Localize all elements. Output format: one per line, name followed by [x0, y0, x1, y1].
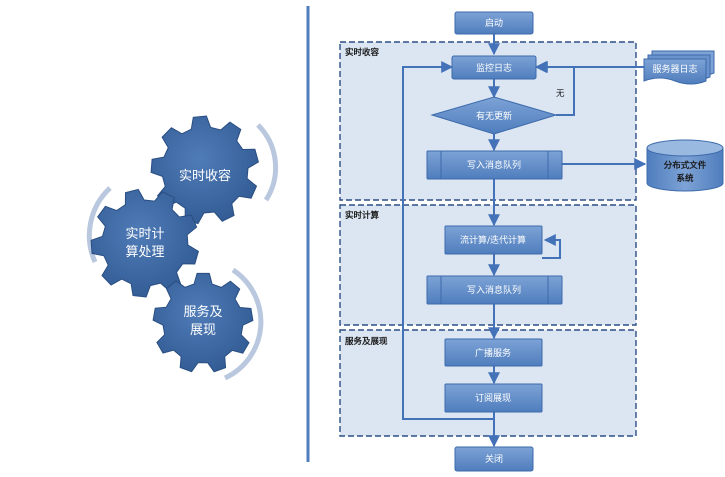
gear-label-compute-1: 实时计	[125, 227, 164, 242]
gear-label-compute-2: 算处理	[125, 245, 164, 260]
gear-arc-bottom	[223, 267, 264, 381]
node-broadcast-label: 广播服务	[475, 347, 511, 359]
node-stream-compute: 流计算/迭代计算	[444, 225, 543, 255]
node-write-queue-2-label: 写入消息队列	[467, 284, 521, 296]
decision-has-update: 有无更新	[430, 96, 558, 135]
node-close-label: 关闭	[485, 453, 503, 465]
node-broadcast: 广播服务	[444, 338, 543, 367]
section-compute	[339, 204, 637, 326]
node-subscribe-display-label: 订阅展现	[475, 393, 511, 404]
gear-label-service-1: 服务及	[183, 304, 222, 320]
gear-arc-top	[256, 123, 279, 202]
node-server-log: 服务器日志	[643, 50, 715, 85]
decision-has-update-label: 有无更新	[476, 110, 512, 122]
gear-service-display	[152, 272, 254, 373]
node-dfs-label-2: 系统	[676, 173, 694, 184]
section-label-compute: 实时计算	[345, 210, 380, 221]
node-stream-compute-label: 流计算/迭代计算	[460, 234, 526, 246]
gear-label-collect: 实时收容	[179, 168, 231, 184]
node-write-queue-1-label: 写入消息队列	[467, 159, 521, 171]
node-dfs-cylinder: 分布式文件 系统	[646, 139, 724, 192]
node-write-queue-1: 写入消息队列	[426, 150, 563, 180]
node-close: 关闭	[454, 446, 534, 472]
label-no: 无	[556, 89, 565, 99]
gear-label-service-2: 展现	[190, 323, 216, 338]
node-dfs-label-1: 分布式文件	[664, 160, 707, 171]
node-write-queue-2: 写入消息队列	[426, 275, 563, 305]
node-start-label: 启动	[485, 17, 503, 29]
node-monitor-log: 监控日志	[451, 55, 537, 80]
gear-group: 实时收容 实时计 算处理 服务及 展现	[86, 115, 279, 381]
node-subscribe-display: 订阅展现	[444, 383, 543, 413]
section-label-service: 服务及展现	[345, 336, 388, 347]
connectors	[402, 34, 647, 448]
node-start: 启动	[454, 11, 534, 35]
node-monitor-log-label: 监控日志	[476, 62, 512, 74]
gear-realtime-collect	[150, 115, 259, 225]
section-label-collect: 实时收容	[345, 47, 380, 58]
node-server-log-label: 服务器日志	[652, 63, 697, 75]
